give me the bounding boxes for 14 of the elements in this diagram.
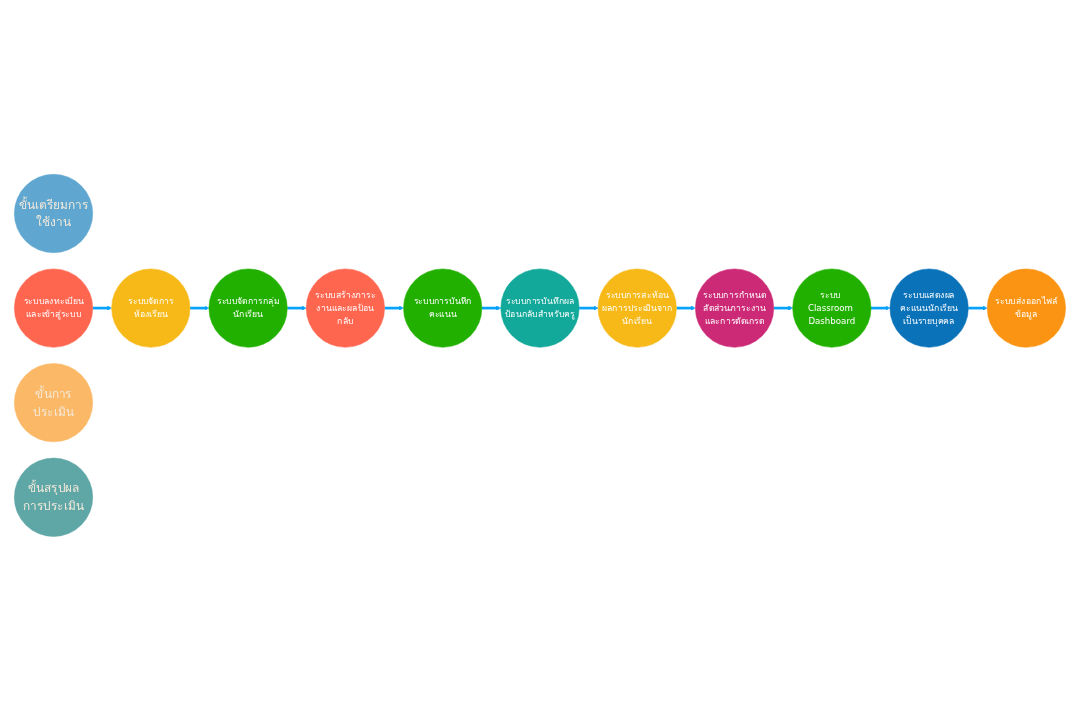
node-circle: ระบบการบันทึกผลป้อนกลับสำหรับครู [500,268,579,348]
node-circle: ระบบการกำหนดสัดส่วนภาระงานและการตัดเกรด [694,268,774,348]
node-circle: ขั้นการประเมิน [13,363,93,443]
node-circle: ระบบการสะท้อนผลการประเมินจากนักเรียน [597,268,677,348]
node-circle: ระบบส่งออกไฟล์ข้อมูล [986,268,1066,348]
node-circle: ระบบการบันทึกคะแนน [402,268,482,348]
node-circle: ขั้นเตรียมการใช้งาน [13,174,93,254]
node-circle: ระบบจัดการกลุ่มนักเรียน [208,268,288,348]
node-circle: ขั้นสรุปผลการประเมิน [13,457,93,537]
node-circle: ระบบจัดการห้องเรียน [110,268,190,348]
node-circle: ระบบแสดงผลคะแนนนักเรียนเป็นรายบุคคล [889,268,969,348]
node-circle: ระบบ Classroom Dashboard [791,268,871,348]
node-circle: ระบบลงทะเบียนและเข้าสู่ระบบ [13,268,93,348]
node-circle: ระบบสร้างภาระงานและผลป้อนกลับ [305,268,385,348]
